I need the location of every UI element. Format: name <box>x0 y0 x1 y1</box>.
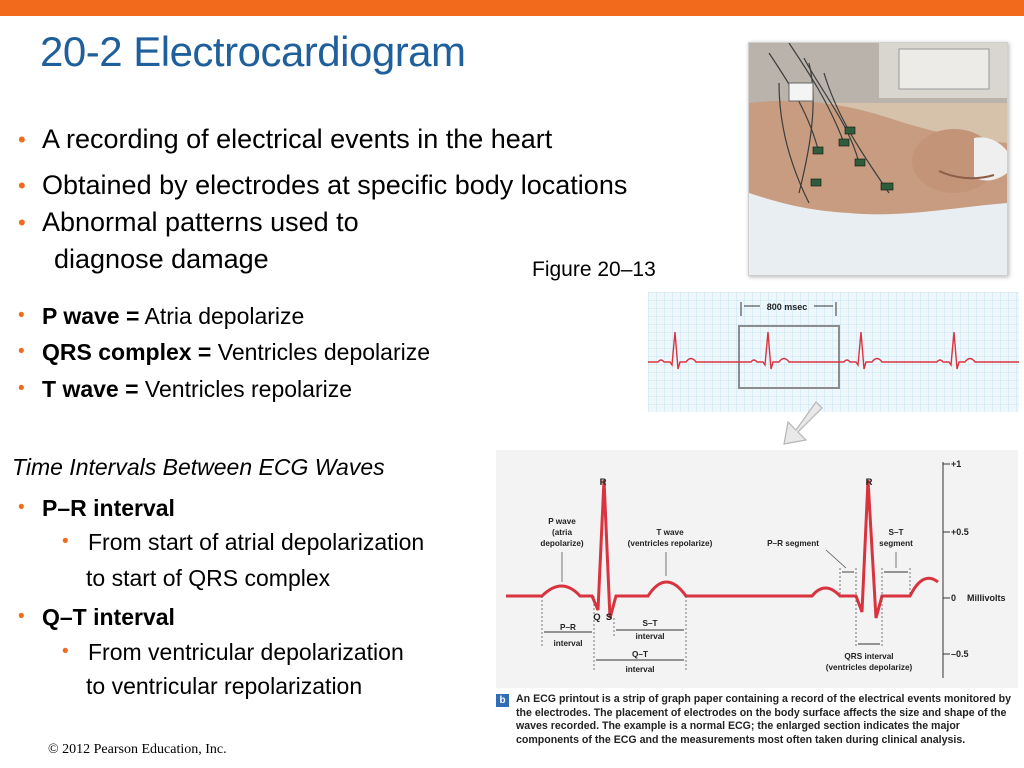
ecg-detail-trace <box>506 479 939 619</box>
patient-photo-illustration <box>749 43 1007 275</box>
label-r-first: R <box>600 477 607 488</box>
figure-panel-caption: b An ECG printout is a strip of graph pa… <box>496 693 1018 768</box>
bullet-text: T wave = Ventricles repolarize <box>42 376 352 403</box>
ecg-detail-graph: +1 +0.5 0 –0.5 Millivolts <box>506 459 1006 678</box>
label-qrs-interval-2: (ventricles depolarize) <box>826 663 913 672</box>
bullet-text: QRS complex = Ventricles depolarize <box>42 339 430 366</box>
term: T wave = <box>42 376 139 402</box>
label-t-wave: T wave <box>656 528 684 537</box>
strip-interval-label: 800 msec <box>767 302 808 312</box>
bullet-dot: • <box>18 341 25 362</box>
bullet-dot: • <box>18 210 26 235</box>
axis-tick-minus-half: –0.5 <box>951 649 969 659</box>
bullet-text: P–R interval <box>42 495 175 521</box>
bullet-dot: • <box>62 531 69 552</box>
bullet-text: From start of atrial depolarization <box>88 529 425 555</box>
top-accent-bar <box>0 0 1024 16</box>
bullet-dot: • <box>18 606 25 627</box>
bullet-text: Abnormal patterns used to <box>42 207 359 237</box>
label-st-interval: S–T <box>642 619 657 628</box>
label-st-segment: S–T <box>888 528 903 537</box>
axis-unit-label: Millivolts <box>967 593 1006 603</box>
label-pr-interval: P–R <box>560 623 576 632</box>
label-qrs-interval: QRS interval <box>844 652 893 661</box>
label-p-wave: P wave <box>548 517 576 526</box>
zoom-pointer-arrow <box>780 398 826 448</box>
label-pr-segment: P–R segment <box>767 539 819 548</box>
axis-tick-zero: 0 <box>951 593 956 603</box>
definition: Ventricles repolarize <box>138 376 353 402</box>
label-r-second: R <box>866 477 873 488</box>
time-intervals-heading: Time Intervals Between ECG Waves <box>12 454 385 480</box>
bullet-dot: • <box>18 173 26 198</box>
bullet-text: Q–T interval <box>42 604 175 630</box>
bullet-dot: • <box>62 641 69 662</box>
term: P wave = <box>42 303 140 329</box>
ecg-strip-graph: 800 msec <box>648 292 1019 412</box>
bullet-text: From ventricular depolarization <box>88 639 404 665</box>
ecg-strip: 800 msec <box>648 292 1019 412</box>
label-p-wave-sub2: depolarize) <box>540 539 583 548</box>
bullet-text: P wave = Atria depolarize <box>42 303 304 330</box>
panel-badge: b <box>496 694 509 707</box>
sub-bullet-pr-continued: to start of QRS complex <box>86 565 331 591</box>
figure-caption: Figure 20–13 <box>532 258 656 281</box>
term: QRS complex = <box>42 339 212 365</box>
axis-tick-plus-one: +1 <box>951 459 961 469</box>
definition: Atria depolarize <box>139 303 305 329</box>
panel-caption-text: An ECG printout is a strip of graph pape… <box>516 693 1012 746</box>
bullet-text: diagnose damage <box>54 244 269 274</box>
definition: Ventricles depolarize <box>211 339 430 365</box>
bullet-text: A recording of electrical events in the … <box>42 124 553 154</box>
strip-zoom-box <box>738 325 840 389</box>
label-t-wave-sub: (ventricles repolarize) <box>628 539 713 548</box>
ecg-detail-diagram: +1 +0.5 0 –0.5 Millivolts <box>496 450 1018 688</box>
bullet-dot: • <box>18 127 26 152</box>
label-q: Q <box>593 612 600 623</box>
slide-title: 20-2 Electrocardiogram <box>40 28 466 75</box>
axis-tick-plus-half: +0.5 <box>951 527 969 537</box>
label-pr-interval-2: interval <box>553 639 582 648</box>
label-st-interval-2: interval <box>635 632 664 641</box>
label-qt-interval: Q–T <box>632 650 648 659</box>
patient-electrodes-photo <box>748 42 1008 276</box>
sub-bullet-qt-continued: to ventricular repolarization <box>86 673 363 699</box>
label-st-segment-2: segment <box>879 539 913 548</box>
strip-interval-marker: 800 msec <box>740 302 837 316</box>
bullet-dot: • <box>18 497 25 518</box>
copyright-notice: © 2012 Pearson Education, Inc. <box>48 742 227 757</box>
down-left-arrow-icon <box>783 401 823 445</box>
strip-trace <box>648 331 1019 370</box>
bullet-text: Obtained by electrodes at specific body … <box>42 170 628 200</box>
label-s: S <box>606 612 612 623</box>
bullet-dot: • <box>18 378 25 399</box>
label-qt-interval-2: interval <box>625 665 654 674</box>
bullet-dot: • <box>18 305 25 326</box>
label-p-wave-sub1: (atria <box>552 528 572 537</box>
